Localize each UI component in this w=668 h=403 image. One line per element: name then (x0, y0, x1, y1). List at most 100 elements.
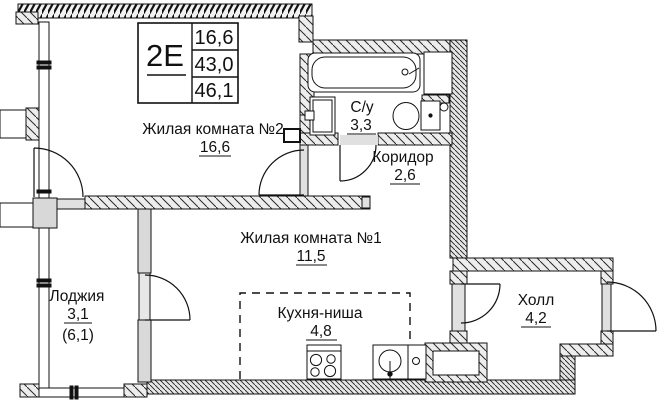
sink-inner (312, 99, 333, 133)
window-mullion (36, 189, 52, 194)
burner (323, 364, 337, 378)
wall-loggia-bottom-block (123, 383, 148, 398)
wall-panel (283, 128, 301, 143)
window-loggia-left (38, 227, 50, 389)
room-area: 2,6 (394, 167, 416, 184)
opening-bathroom-door (340, 135, 378, 145)
room-area: 4,8 (310, 323, 332, 340)
doors (33, 144, 657, 332)
door-arc (144, 274, 191, 321)
label-loggia: Лоджия 3,1 (6,1) (50, 288, 105, 344)
window-mullion (36, 278, 52, 283)
kitchen-niche-boundary (239, 292, 411, 379)
label-kitchen: Кухня-ниша 4,8 (278, 305, 363, 341)
room-name: Лоджия (50, 288, 105, 305)
wall-loggia-right-upper (137, 208, 152, 274)
wall-hall-right-lower (600, 330, 614, 345)
wall-hall-top (452, 257, 614, 272)
label-corridor: Коридор 2,6 (372, 149, 434, 185)
wall-end-cap (361, 196, 371, 209)
bath-shaft (423, 51, 453, 95)
label-hall: Холл 4,2 (518, 292, 555, 328)
title-block-frame (137, 22, 239, 104)
pilaster-wall (25, 107, 41, 141)
door-arc (339, 144, 377, 182)
title-value-3: 46,1 (195, 80, 234, 102)
stove (306, 344, 342, 380)
room-name: Холл (518, 292, 555, 309)
kitchen-sink (372, 344, 427, 380)
room-area: 4,2 (525, 310, 547, 327)
door-arc (33, 147, 84, 198)
room-name: Жилая комната №1 (240, 230, 382, 247)
window-room2-left (38, 21, 50, 199)
title-block: 2Е 16,6 43,0 46,1 (137, 22, 239, 104)
junction-fill (32, 197, 58, 229)
room-area: 16,6 (200, 139, 230, 156)
door-entrance (606, 281, 657, 332)
title-value-1: 16,6 (195, 27, 234, 49)
room-area: 3,3 (350, 117, 372, 134)
door-arc (258, 149, 305, 196)
wall-bathroom-bottom-right (377, 132, 453, 146)
label-room2: Жилая комната №2 16,6 (142, 121, 284, 157)
vent-shaft-inner (432, 350, 480, 376)
plan-type-label: 2Е (146, 38, 184, 73)
toilet-button (428, 113, 433, 118)
sink-tap (304, 110, 315, 121)
opening-loggia-room1-door (138, 272, 151, 321)
door-loggia-room2 (33, 147, 84, 198)
wall-right-main (449, 39, 468, 259)
junction-box (0, 202, 34, 228)
wall-room2-bottom (84, 195, 371, 210)
room-area: 11,5 (296, 248, 325, 265)
wall-hall-bottom (559, 343, 614, 357)
bathtub (307, 52, 421, 93)
room-labels: Жилая комната №2 16,6 С/у 3,3 Коридор 2,… (50, 99, 555, 344)
window-loggia-bottom (38, 387, 125, 398)
room-name: Кухня-ниша (278, 305, 363, 322)
room-name: Жилая комната №2 (142, 121, 284, 138)
wall-bottom (146, 379, 576, 395)
title-value-2: 43,0 (195, 54, 234, 76)
label-bathroom: С/у 3,3 (347, 99, 376, 135)
burner (309, 353, 323, 367)
wall-top (17, 3, 313, 19)
burner (310, 367, 320, 377)
door-room2 (258, 149, 305, 196)
fixtures (239, 52, 449, 380)
window-mullion (36, 60, 52, 65)
wall-loggia-right-lower (137, 319, 152, 383)
label-room1: Жилая комната №1 11,5 (240, 230, 382, 266)
pilaster-box (0, 109, 29, 139)
toilet (392, 100, 449, 131)
wall-bottom-left-corner (19, 383, 40, 398)
pipe-riser (439, 102, 449, 112)
window-mullion (36, 283, 52, 288)
opening-loggia-door (56, 198, 86, 210)
door-bathroom (339, 144, 377, 182)
bathtub-drain (401, 68, 409, 76)
burner (326, 354, 336, 364)
window-mullion (74, 385, 79, 400)
door-loggia-room1 (144, 274, 191, 321)
toilet-bowl (392, 102, 420, 130)
window-mullion (69, 385, 74, 400)
left-junction-block (0, 197, 58, 229)
room-name: С/у (350, 99, 374, 116)
opening-room2-door (299, 144, 309, 197)
left-pilaster (0, 107, 41, 141)
wall-top-step (298, 15, 314, 43)
room-name: Коридор (372, 149, 433, 166)
room-area: 3,1 (67, 306, 89, 323)
window-mullion (36, 65, 52, 70)
wall-hall-left-upper (449, 270, 468, 285)
kitchen-unit-hole (412, 357, 420, 365)
room-area-total: (6,1) (62, 327, 94, 344)
windows (36, 21, 125, 400)
sink (300, 96, 336, 136)
door-arc (606, 281, 657, 332)
wall-right-step (559, 355, 576, 383)
